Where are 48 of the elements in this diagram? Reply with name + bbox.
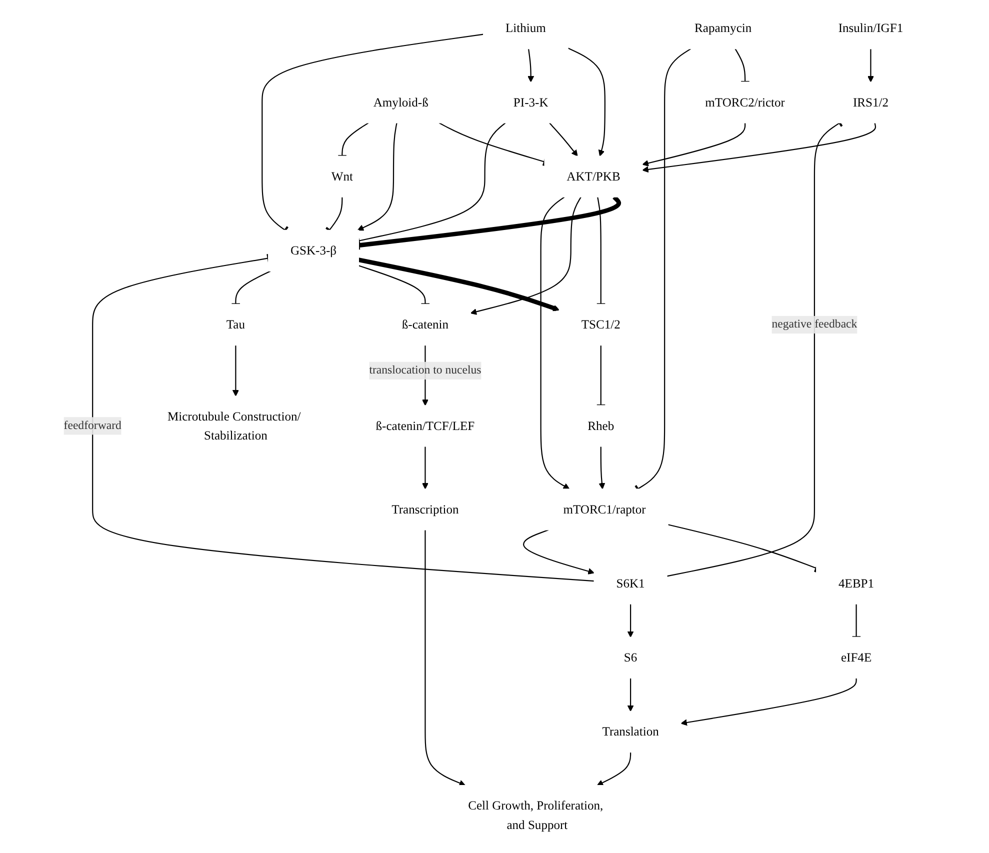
node-text: mTORC2/rictor — [705, 95, 785, 110]
connector — [734, 48, 750, 84]
arrow — [598, 446, 606, 490]
node-text: PI-3-K — [513, 95, 548, 110]
node-text: Lithium — [505, 21, 546, 36]
node-text: IRS1/2 — [852, 95, 888, 110]
node-text: Translation — [602, 724, 659, 739]
connector — [230, 270, 271, 306]
arrow — [523, 529, 594, 574]
arrow — [596, 752, 632, 786]
node-text: ß-catenin — [402, 318, 449, 332]
node-text: Amyloid-ß — [373, 95, 428, 110]
connector — [357, 195, 621, 251]
node-text: ß-catenin/TCF/LEF — [376, 418, 475, 433]
node-text: Transcription — [392, 502, 459, 516]
connector — [596, 345, 606, 407]
arrow — [470, 196, 582, 315]
arrow — [568, 48, 606, 156]
arrow — [422, 446, 428, 490]
connector — [358, 265, 431, 306]
node-text: S6K1 — [616, 576, 645, 590]
arrow — [357, 122, 398, 231]
arrow — [642, 122, 746, 166]
arrow — [540, 196, 570, 490]
node-text: mTORC1/raptor — [563, 502, 646, 516]
edge-label: feedforward — [64, 419, 122, 432]
arrow — [680, 678, 857, 726]
arrow — [358, 258, 560, 312]
node-text: Microtubule Construction/ Stabilization — [167, 409, 301, 442]
connector — [337, 122, 369, 158]
node-text: Rapamycin — [694, 21, 752, 36]
arrow — [642, 122, 876, 173]
arrow — [424, 530, 466, 786]
node-text: 4EBP1 — [838, 576, 874, 590]
edge-label: translocation to nucelus — [369, 364, 482, 377]
node-text: Insulin/IGF1 — [838, 21, 904, 36]
arrow — [627, 678, 634, 712]
arrow — [528, 48, 534, 82]
arrow — [867, 48, 874, 82]
arrow — [232, 345, 239, 396]
node-text: S6 — [624, 650, 638, 664]
edge-label: negative feedback — [772, 318, 858, 331]
arrow — [627, 604, 634, 638]
connector — [851, 604, 862, 638]
arrow — [549, 122, 578, 156]
node-text: Cell Growth, Proliferation, and Support — [468, 798, 604, 832]
connector — [596, 196, 606, 306]
connector — [92, 253, 594, 582]
